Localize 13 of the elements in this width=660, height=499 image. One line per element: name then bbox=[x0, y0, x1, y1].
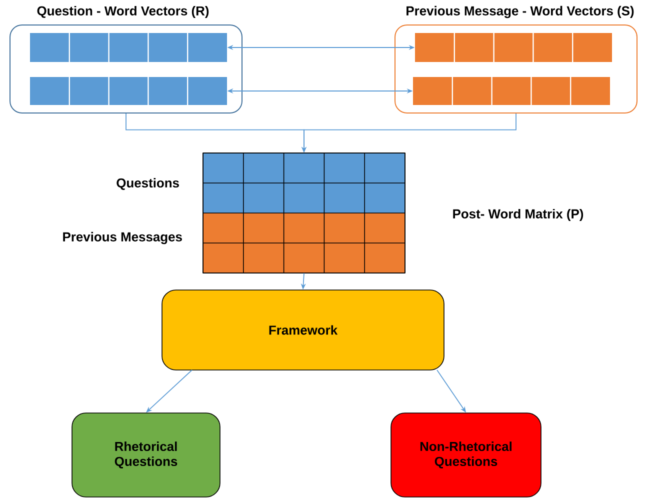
heading: Question - Word Vectors (R) bbox=[37, 6, 209, 18]
word-vector-bar bbox=[30, 77, 227, 105]
row-label: Previous Messages bbox=[63, 232, 182, 244]
word-matrix bbox=[202, 152, 406, 274]
word-vector-bar bbox=[30, 33, 227, 62]
word-vector-bar bbox=[413, 77, 610, 105]
heading: Previous Message - Word Vectors (S) bbox=[406, 6, 634, 18]
row-label: Post- Word Matrix (P) bbox=[453, 208, 584, 222]
word-vector-bar bbox=[415, 33, 612, 62]
row-label: Questions bbox=[116, 178, 179, 190]
process-box: Rhetorical Questions bbox=[72, 412, 220, 498]
process-box: Non-Rhetorical Questions bbox=[390, 412, 542, 498]
process-box: Framework bbox=[162, 290, 444, 370]
